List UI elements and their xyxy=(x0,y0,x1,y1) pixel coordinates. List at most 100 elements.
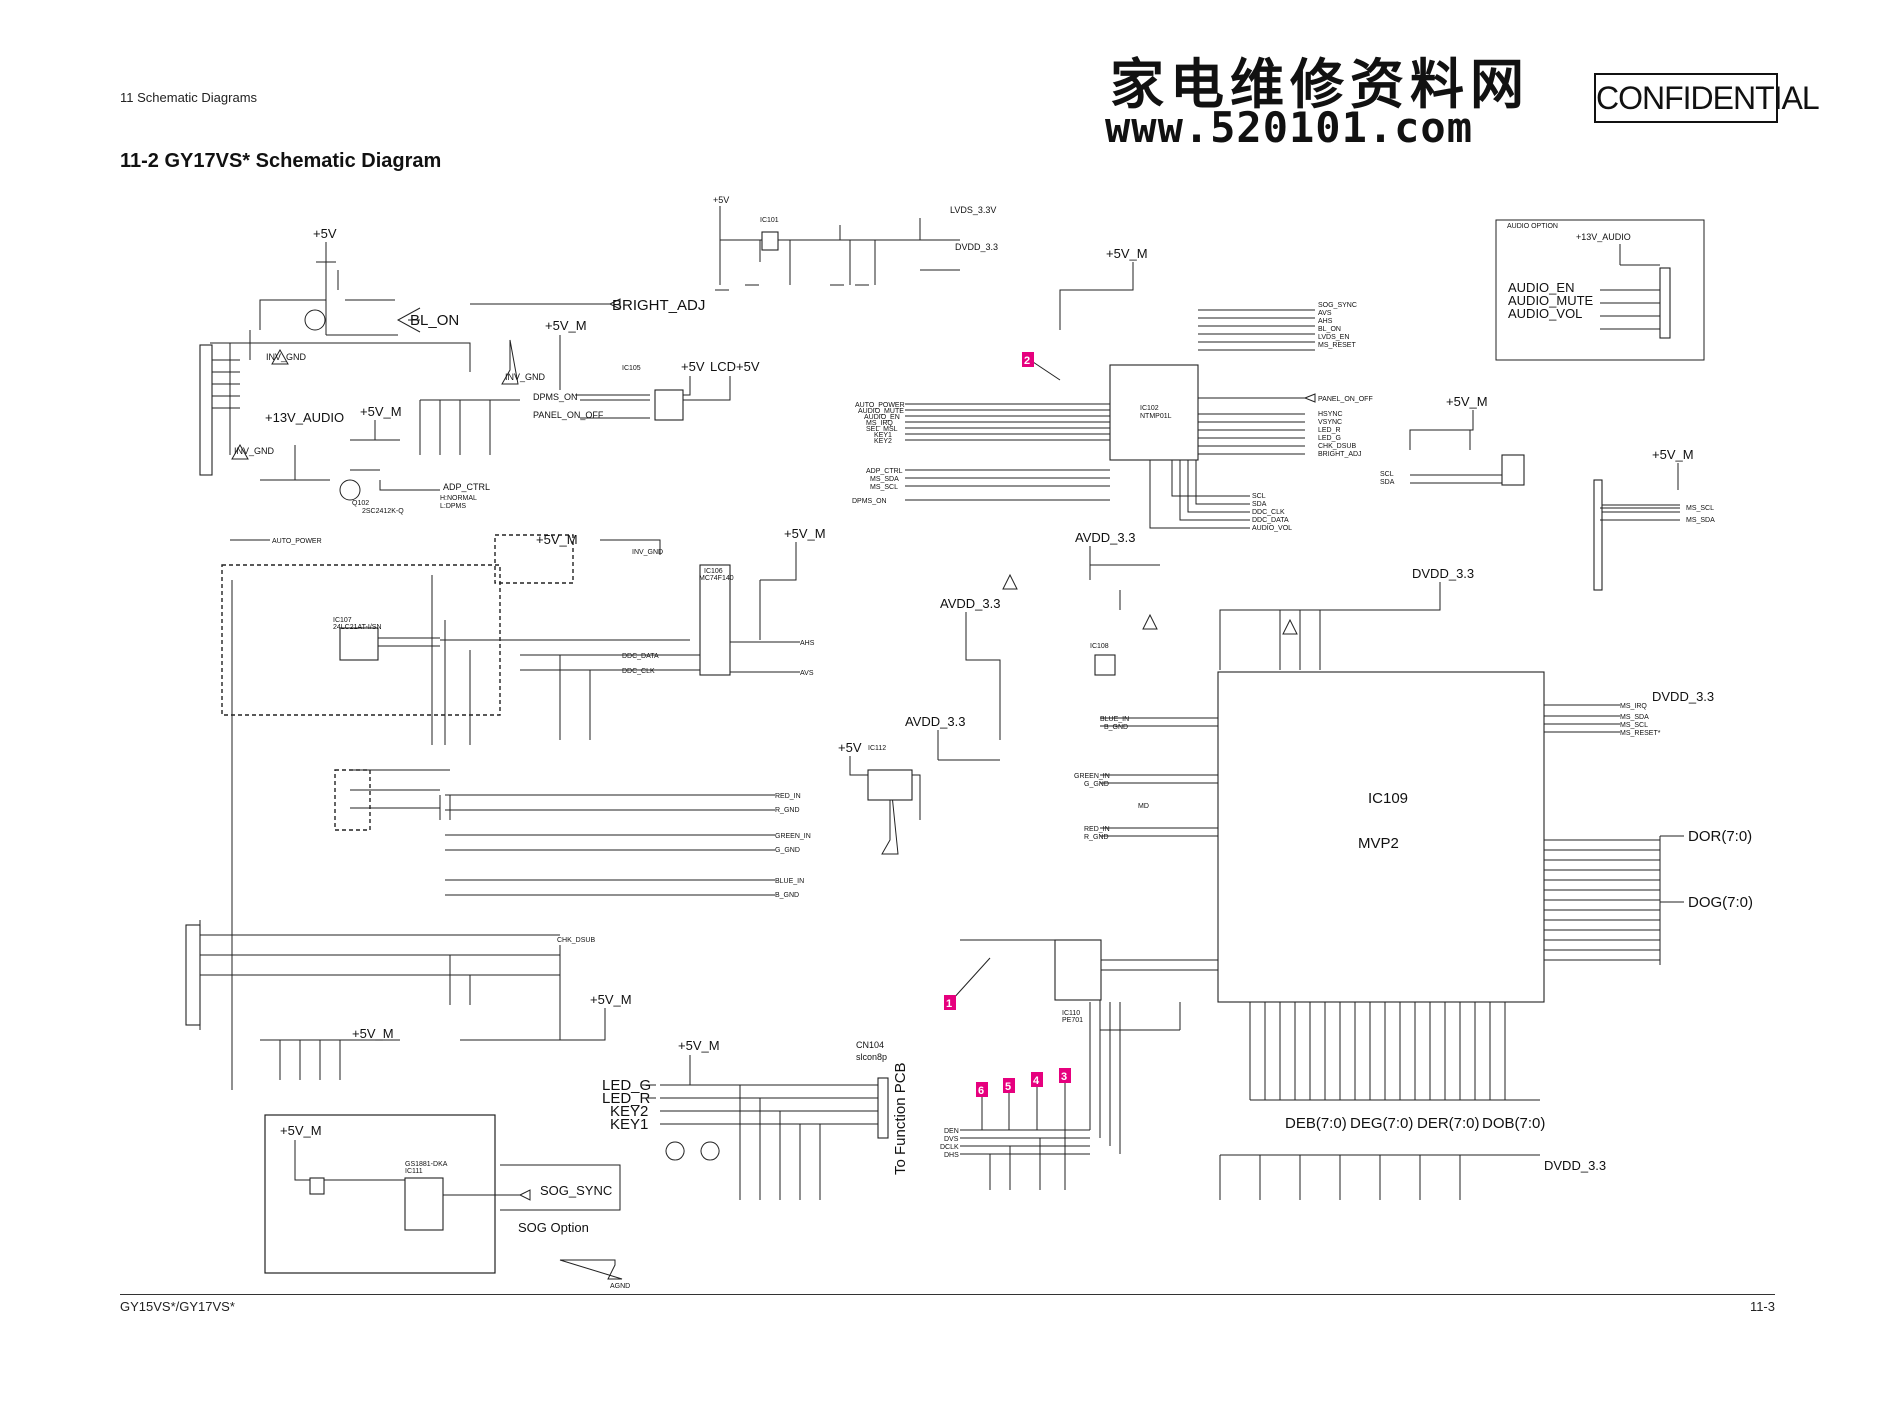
mcu-dpms-on: DPMS_ON xyxy=(852,498,887,505)
audio-option-title: AUDIO OPTION xyxy=(1507,223,1558,230)
marker-4-text: 4 xyxy=(1033,1075,1040,1087)
ms-sda-out: MS_SDA xyxy=(1686,517,1715,524)
mcu-audio-vol: AUDIO_VOL xyxy=(1252,525,1292,532)
rail-5vm-d: +5V_M xyxy=(1446,394,1488,409)
rail-dvdd-c: DVDD_3.3 xyxy=(1652,689,1714,704)
mvp2-g-gnd: G_GND xyxy=(1084,781,1109,788)
rail-dvdd-b: DVDD_3.3 xyxy=(1412,566,1474,581)
rail-avdd-a: AVDD_3.3 xyxy=(1075,530,1135,545)
section-label: 11 Schematic Diagrams xyxy=(120,90,258,105)
mcu-ms-irq: MS_IRQ xyxy=(866,420,893,427)
audio-mute: AUDIO_MUTE xyxy=(1508,293,1594,308)
mcu-led-g: LED_G xyxy=(1318,435,1341,442)
cn104-label: CN104 xyxy=(856,1040,884,1050)
mcu-led-r: LED_R xyxy=(1318,427,1341,434)
mvp2-ms-sda: MS_SDA xyxy=(1620,714,1649,721)
audio-option-box: AUDIO OPTION +13V_AUDIO AUDIO_EN AUDIO_M… xyxy=(1495,219,1705,361)
net-b-gnd: B_GND xyxy=(775,892,799,899)
net-g-gnd: G_GND xyxy=(775,847,800,854)
mcu-ahs: AHS xyxy=(1318,318,1333,325)
ddc-sda: SDA xyxy=(1252,501,1267,508)
pll-ic110: IC110 xyxy=(1062,1010,1080,1017)
net-red-in: RED_IN xyxy=(775,793,801,800)
mcu-panel-on-off: PANEL_ON_OFF xyxy=(1318,396,1373,403)
inv-gnd-b: INV_GND xyxy=(234,446,275,456)
ic102-label: IC102 xyxy=(1140,405,1159,412)
ic106-label: IC106 xyxy=(704,568,723,575)
marker-6 xyxy=(976,1082,988,1097)
ddc-data-line: DDC_DATA xyxy=(1252,517,1289,524)
marker-4 xyxy=(1031,1072,1043,1087)
net-bl-on: BL_ON xyxy=(410,312,459,329)
mcu-vsync: VSYNC xyxy=(1318,419,1342,426)
markers: 1 2 3 4 5 6 xyxy=(944,352,1071,1130)
rgb-input-block: RED_IN R_GND GREEN_IN G_GND BLUE_IN B_GN… xyxy=(185,769,811,1080)
mvp2-bus-deb: DEB(7:0) xyxy=(1285,1115,1347,1132)
mvp2-green-in: GREEN_IN xyxy=(1074,773,1110,780)
net-ddc-clk: DDC_CLK xyxy=(622,668,655,675)
marker-1-text: 1 xyxy=(946,998,952,1010)
rail-5v: +5V xyxy=(313,226,337,241)
marker-1 xyxy=(944,995,956,1010)
mcu-sel-msl: SEL_MSL xyxy=(866,426,898,433)
net-agnd-sog: AGND xyxy=(610,1283,630,1290)
mcu-lvds-en: LVDS_EN xyxy=(1318,334,1349,341)
lvds-dvs: DVS xyxy=(944,1136,959,1143)
rail-5v-d: +5V xyxy=(838,740,862,755)
ms-scl-out: MS_SCL xyxy=(1686,505,1714,512)
mvp2-bus-dor: DOR(7:0) xyxy=(1688,828,1752,845)
mvp2-r-gnd: R_GND xyxy=(1084,834,1109,841)
mvp2-bus-der: DER(7:0) xyxy=(1417,1115,1480,1132)
mcu-key2: KEY2 xyxy=(874,438,892,445)
ic112-label: IC112 xyxy=(868,745,886,752)
rail-5vm-b: +5V_M xyxy=(360,404,402,419)
lvds-dhs: DHS xyxy=(944,1152,959,1159)
net-r-gnd: R_GND xyxy=(775,807,800,814)
net-led-g: LED_G xyxy=(602,1077,651,1094)
rail-avdd-b: AVDD_3.3 xyxy=(940,596,1000,611)
ic108-label: IC108 xyxy=(1090,643,1109,650)
audio-en: AUDIO_EN xyxy=(1508,280,1574,295)
marker-5 xyxy=(1003,1078,1015,1093)
rail-5vm-c: +5V_M xyxy=(1106,246,1148,261)
rail-5vm-a: +5V_M xyxy=(545,318,587,333)
net-led-r: LED_R xyxy=(602,1090,651,1107)
mvp2-red-in: RED_IN xyxy=(1084,826,1110,833)
net-dpms-on: DPMS_ON xyxy=(533,392,578,402)
ddc-clk-line: DDC_CLK xyxy=(1252,509,1285,516)
regulator-block: +5V IC101 LVDS_3.3V DVDD_3.3 xyxy=(713,195,998,291)
rail-5v-c: +5V xyxy=(713,195,729,205)
footer-page: 11-3 xyxy=(1749,1299,1775,1314)
rail-dvdd-a: DVDD_3.3 xyxy=(955,242,998,252)
q102-name: 2SC2412K-Q xyxy=(362,508,404,515)
watermark-chinese: 家电维修资料网 xyxy=(1110,52,1530,116)
net-sog-option: SOG Option xyxy=(518,1220,589,1235)
mcu-hsync: HSYNC xyxy=(1318,411,1343,418)
ms-port-block: +5V_M SCL SDA +5V_M MS_SCL MS_SDA xyxy=(1380,394,1715,591)
rail-5vm-j: +5V_M xyxy=(280,1123,322,1138)
mcu-key1: KEY1 xyxy=(874,432,892,439)
net-ahs: AHS xyxy=(800,640,815,647)
lvds-dclk: DCLK xyxy=(940,1144,959,1151)
q102-label: Q102 xyxy=(352,500,369,507)
net-panel-on-off-a: PANEL_ON_OFF xyxy=(533,410,604,420)
mcu-audio-en: AUDIO_EN xyxy=(864,414,900,421)
mcu-adp-ctrl: ADP_CTRL xyxy=(866,468,903,475)
ic101-label: IC101 xyxy=(760,217,779,224)
audio-vol: AUDIO_VOL xyxy=(1508,306,1582,321)
ic105-label: IC105 xyxy=(622,365,641,372)
net-auto-power: AUTO_POWER xyxy=(272,538,322,545)
mcu-ms-scl: MS_SCL xyxy=(870,484,898,491)
inv-gnd-c: INV_GND xyxy=(505,372,546,382)
net-sog-sync: SOG_SYNC xyxy=(540,1183,612,1198)
mvp2-name: MVP2 xyxy=(1358,835,1399,852)
mvp2-ref: IC109 xyxy=(1368,790,1408,807)
watermark-url: www.520101.com xyxy=(1105,103,1474,152)
marker-5-text: 5 xyxy=(1005,1081,1011,1093)
mcu-avs: AVS xyxy=(1318,310,1332,317)
ic107-label: IC107 xyxy=(333,617,352,624)
rail-lvds-3v3: LVDS_3.3V xyxy=(950,205,996,215)
rail-13v-audio-a: +13V_AUDIO xyxy=(265,410,344,425)
net-avs: AVS xyxy=(800,670,814,677)
ic102-name: NTMP01L xyxy=(1140,413,1172,420)
